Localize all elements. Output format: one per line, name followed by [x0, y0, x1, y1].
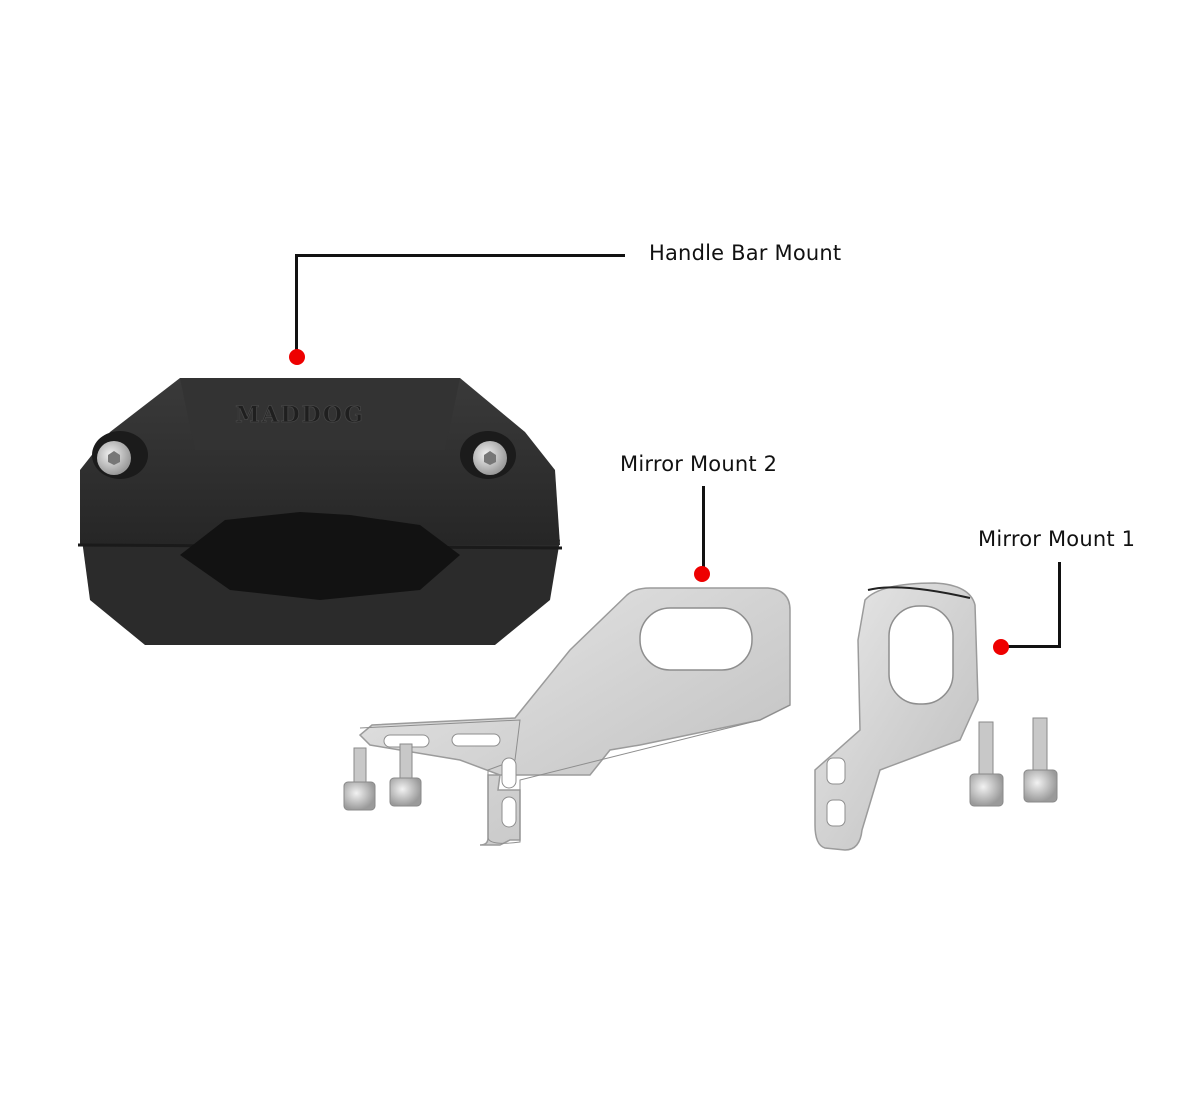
screw [343, 747, 376, 811]
mirror-bracket-1 [814, 582, 1058, 851]
handle-bar-marker-dot [289, 349, 305, 365]
mirror-bracket-2 [343, 587, 791, 846]
handle-bar-clamp: MADDOG [77, 378, 563, 645]
svg-text:MADDOG: MADDOG [235, 402, 365, 428]
mirror-mount-2-marker-dot [694, 566, 710, 582]
screw [969, 721, 1004, 807]
mirror-mount-2-callout-vertical [702, 486, 705, 568]
mirror-mount-1-label: Mirror Mount 1 [978, 527, 1136, 551]
screw [1023, 717, 1058, 803]
mirror-mount-1-callout-horizontal [1005, 645, 1061, 648]
handle-bar-callout-horizontal [295, 254, 625, 257]
screw [389, 743, 422, 807]
mirror-mount-2-label: Mirror Mount 2 [620, 452, 778, 476]
handle-bar-mount-label: Handle Bar Mount [649, 241, 842, 265]
handle-bar-callout-vertical [295, 254, 298, 352]
mirror-mount-1-marker-dot [993, 639, 1009, 655]
mirror-mount-1-callout-vertical [1058, 562, 1061, 648]
